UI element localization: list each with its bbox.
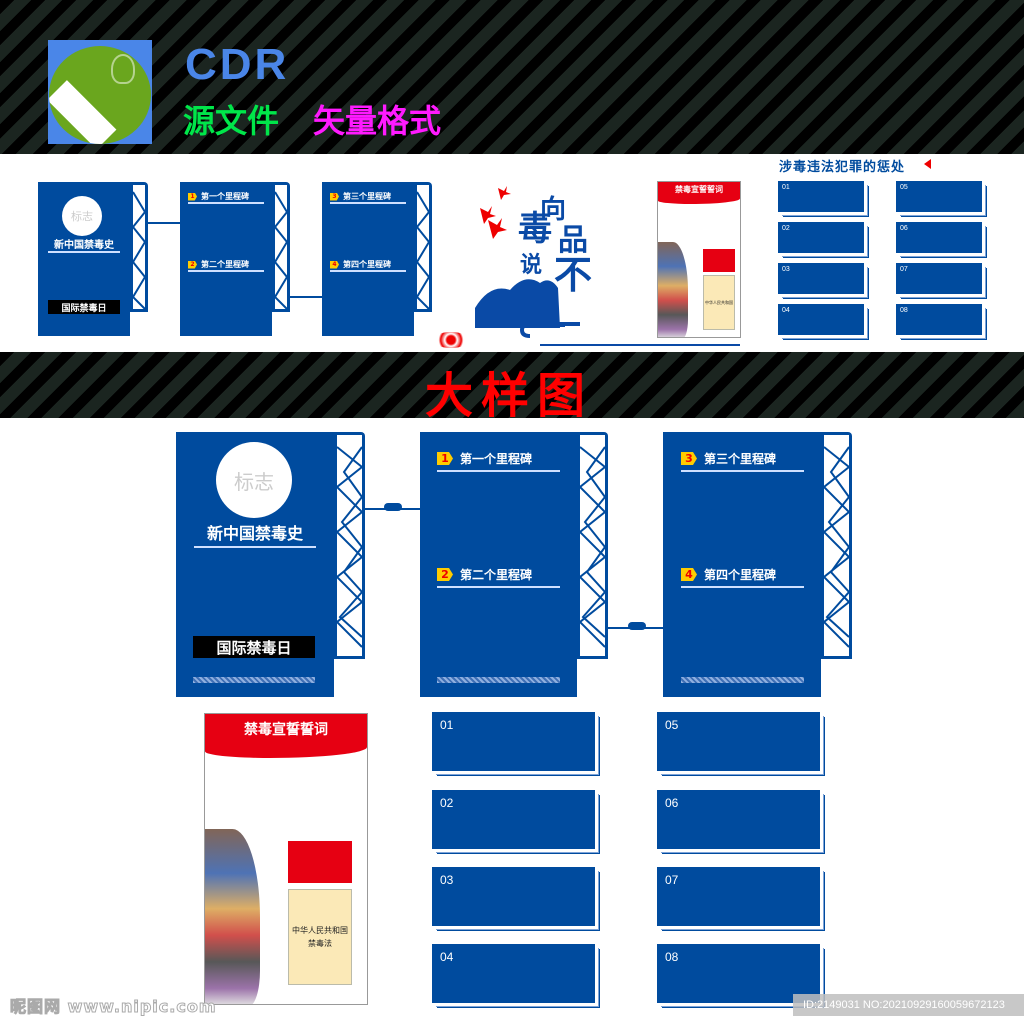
bird-icon	[480, 186, 511, 239]
crime-card: 08	[657, 944, 820, 1003]
overview-crime-card: 04	[778, 304, 864, 335]
overview-lattice-decoration	[414, 182, 432, 312]
law-box: 中华人民共和国 禁毒法	[288, 889, 352, 985]
number-badge-icon: 1	[437, 452, 453, 465]
overview-milestone-panel-1	[180, 182, 272, 336]
svg-text:不: 不	[554, 252, 592, 297]
crime-card: 03	[432, 867, 595, 926]
overview-lattice-decoration	[130, 182, 148, 312]
crime-card: 05	[657, 712, 820, 771]
logo-placeholder: 标志	[216, 442, 292, 518]
site-watermark: 昵图网 www.nipic.com	[10, 997, 217, 1017]
overview-pledge-poster: 禁毒宣誓誓词 中华人民共和国	[657, 181, 741, 338]
overview-history-title: 新中国禁毒史	[48, 236, 120, 253]
image-id-bar: ID:2149031 NO:20210929160059672123	[793, 994, 1024, 1016]
crimes-section-title: 涉毒违法犯罪的惩处	[779, 160, 906, 175]
milestone-panel-2	[663, 432, 821, 697]
pledge-poster: 禁毒宣誓誓词 中华人民共和国 禁毒法	[204, 713, 368, 1005]
vector-format-label: 矢量格式	[313, 102, 442, 140]
overview-logo-placeholder: 标志	[62, 196, 102, 236]
svg-text:向: 向	[540, 194, 566, 225]
crime-card: 06	[657, 790, 820, 849]
overview-crime-card: 08	[896, 304, 982, 335]
overview-crime-card: 05	[896, 181, 982, 212]
crime-card: 07	[657, 867, 820, 926]
overview-connector	[290, 296, 322, 298]
crime-card: 01	[432, 712, 595, 771]
red-block	[288, 841, 352, 883]
overview-crime-card: 03	[778, 263, 864, 294]
overview-crime-card: 07	[896, 263, 982, 294]
pattern-strip	[681, 677, 804, 683]
svg-text:说: 说	[520, 252, 542, 278]
section-banner	[0, 352, 1024, 418]
overview-crime-card: 06	[896, 222, 982, 253]
lattice-decoration	[577, 432, 608, 659]
poster-title: 禁毒宣誓誓词	[205, 714, 367, 758]
drug-day-badge: 国际禁毒日	[193, 636, 315, 658]
top-banner	[0, 0, 1024, 154]
section-title: 大样图	[425, 368, 594, 424]
cloud-knot-icon	[628, 622, 646, 630]
svg-text:毒: 毒	[518, 209, 552, 249]
milestone-panel-1	[420, 432, 577, 697]
crime-card: 04	[432, 944, 595, 1003]
overview-lattice-decoration	[272, 182, 290, 312]
lattice-decoration	[821, 432, 852, 659]
crime-card: 02	[432, 790, 595, 849]
number-badge-icon: 3	[681, 452, 697, 465]
history-title: 新中国禁毒史	[194, 520, 316, 548]
pattern-strip	[437, 677, 560, 683]
overview-milestone-panel-2	[322, 182, 414, 336]
crowd-illustration	[205, 829, 260, 1004]
svg-text:品: 品	[558, 223, 588, 258]
overview-crime-card: 01	[778, 181, 864, 212]
source-file-label: 源文件	[183, 102, 280, 140]
cloud-knot-icon	[384, 503, 402, 511]
pointer-arrow-icon	[924, 159, 931, 169]
overview-crime-card: 02	[778, 222, 864, 253]
overview-connector	[148, 222, 180, 224]
base-line	[540, 344, 740, 346]
lattice-decoration	[334, 432, 365, 659]
auspicious-cloud-icon	[432, 332, 470, 348]
say-no-to-drugs-slogan: 向 毒 品 说 不	[470, 178, 620, 338]
coreldraw-logo-icon	[48, 40, 152, 144]
law-box: 中华人民共和国	[703, 275, 735, 330]
format-title: CDR	[185, 40, 290, 89]
overview-drug-day-badge: 国际禁毒日	[48, 300, 120, 314]
number-badge-icon: 4	[681, 568, 697, 581]
pattern-strip	[193, 677, 315, 683]
number-badge-icon: 2	[437, 568, 453, 581]
